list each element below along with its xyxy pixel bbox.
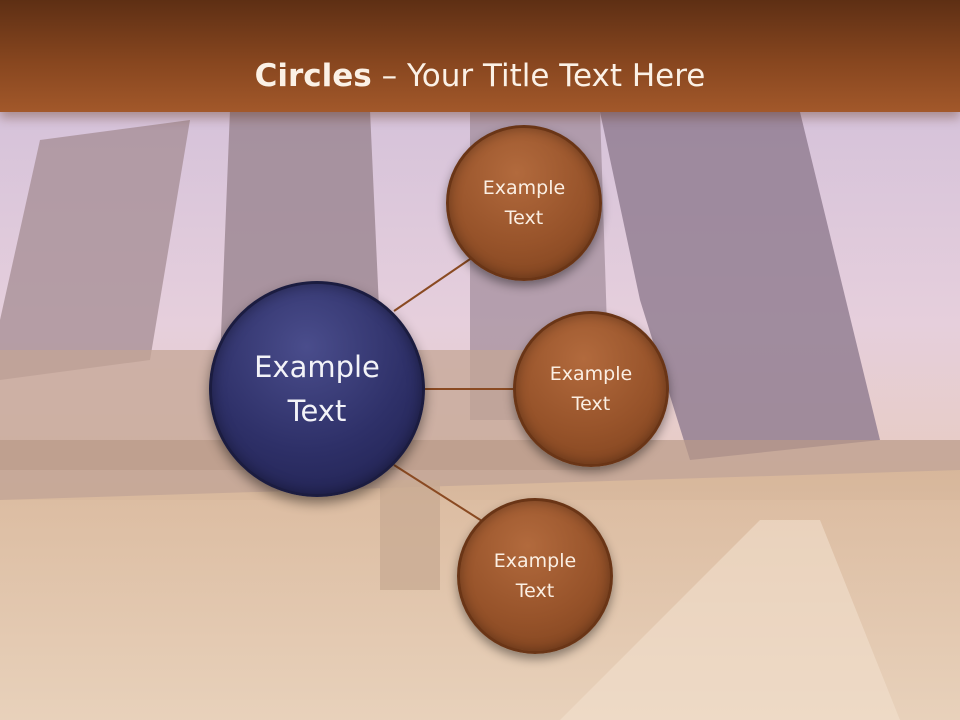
satellite-1-line2: Text xyxy=(504,207,544,229)
title-bold: Circles xyxy=(254,58,372,94)
satellite-2-line1: Example xyxy=(549,363,633,385)
satellite-1-line1: Example xyxy=(482,177,566,199)
title-bar xyxy=(0,0,960,112)
satellite-3-line1: Example xyxy=(493,550,577,572)
center-circle-line1: Example xyxy=(254,350,380,384)
satellite-circle-2: Example Text xyxy=(513,311,669,467)
satellite-2-line2: Text xyxy=(571,393,611,415)
satellite-circle-1: Example Text xyxy=(446,125,602,281)
title-text: – Your Title Text Here xyxy=(371,58,706,94)
center-circle: Example Text xyxy=(209,281,425,497)
satellite-3-line2: Text xyxy=(515,580,555,602)
satellite-circle-3: Example Text xyxy=(457,498,613,654)
slide-title: Circles – Your Title Text Here xyxy=(0,56,960,96)
center-circle-line2: Text xyxy=(287,394,347,428)
